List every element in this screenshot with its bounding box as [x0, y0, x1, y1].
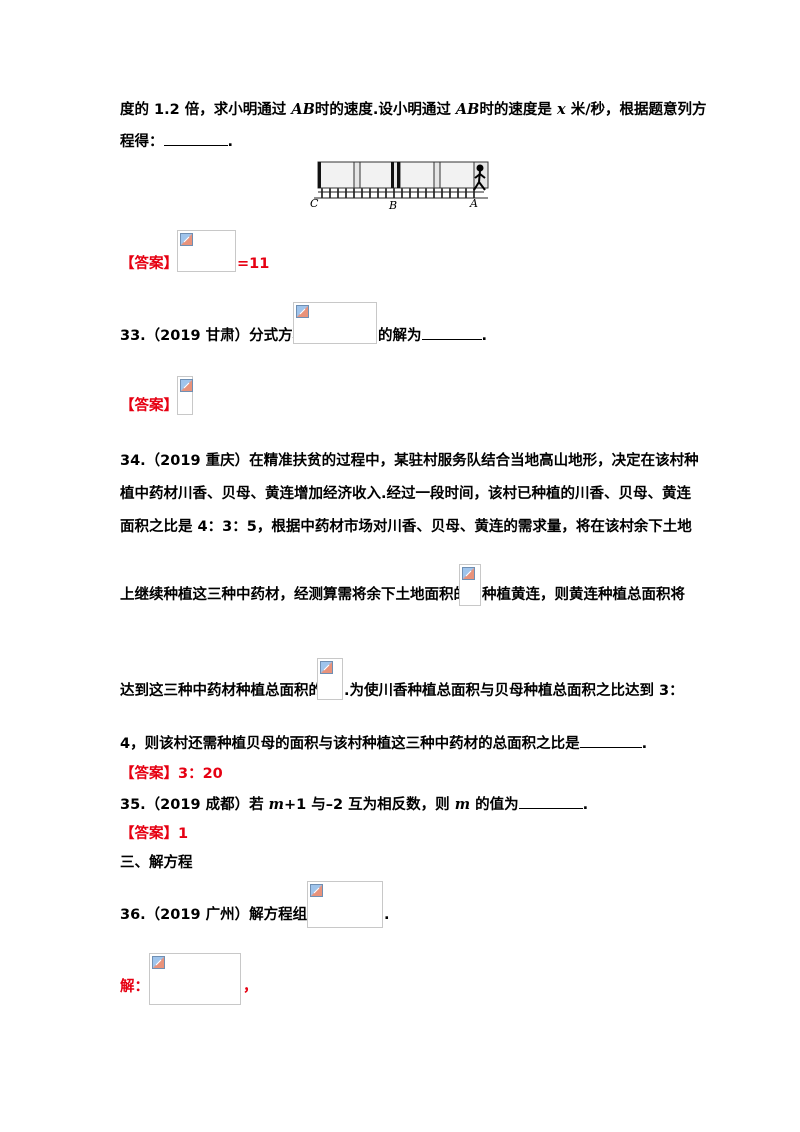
text: 33.（2019 甘肃）分式方程: [120, 328, 308, 344]
broken-image-icon: [320, 661, 333, 674]
problem-34-line-2: 植中药材川香、贝母、黄连增加经济收入.经过一段时间，该村已种植的川香、贝母、黄连: [120, 486, 692, 502]
answer-33: 【答案】: [120, 396, 178, 416]
problem-34-line-6: 4，则该村还需种植贝母的面积与该村种植这三种中药材的总面积之比是.: [120, 734, 647, 754]
text: 的解为: [378, 328, 422, 344]
broken-image-icon: [296, 305, 309, 318]
section-title: 三、解方程: [120, 855, 193, 871]
text: ，: [243, 979, 258, 995]
answer-tag: 【答案】: [120, 256, 178, 272]
text: 时的速度是: [479, 102, 557, 118]
answer-35: 【答案】1: [120, 824, 188, 844]
broken-image-icon: [180, 379, 193, 392]
answer-blank: [163, 133, 228, 146]
answer-tag: 【答案】: [120, 398, 178, 414]
walker-icon: [473, 164, 486, 191]
fence-figure: C B A: [310, 161, 489, 210]
problem-35: 35.（2019 成都）若 m+1 与–2 互为相反数，则 m 的值为.: [120, 795, 588, 815]
fraction-image: [317, 658, 343, 700]
variable-ab: AB: [455, 101, 480, 118]
problem-36: 36.（2019 广州）解方程组：: [120, 905, 322, 925]
text: +1 与–2 互为相反数，则: [283, 797, 455, 813]
variable-x: x: [557, 101, 566, 118]
answer-tag: 【答案】: [120, 766, 178, 782]
text: 程得：: [120, 134, 164, 150]
problem-34-line-5a: 达到这三种中药材种植总面积的: [120, 683, 323, 699]
solution-image: [149, 953, 241, 1005]
formula-image: [177, 230, 236, 272]
solution-tag: 解：: [120, 979, 149, 995]
problem-34-line-4a: 上继续种植这三种中药材，经测算需将余下土地面积的: [120, 587, 468, 603]
answer-32: 【答案】: [120, 254, 178, 274]
text: .: [582, 797, 589, 813]
broken-image-icon: [462, 567, 475, 580]
text: 35.（2019 成都）若: [120, 797, 269, 813]
variable-ab: AB: [291, 101, 315, 118]
text: 度的 1.2 倍，求小明通过: [120, 102, 292, 118]
text: .: [481, 328, 488, 344]
broken-image-icon: [180, 233, 193, 246]
answer-32-suffix: =11: [237, 256, 270, 272]
problem-34-line-3: 面积之比是 4：3：5，根据中药材市场对川香、贝母、黄连的需求量，将在该村余下土…: [120, 519, 692, 535]
answer-value: 1: [178, 826, 189, 842]
answer-blank: [421, 327, 482, 340]
solution-36: 解：: [120, 977, 149, 997]
answer-34: 【答案】3：20: [120, 764, 223, 784]
formula-image: [293, 302, 377, 344]
text: 4，则该村还需种植贝母的面积与该村种植这三种中药材的总面积之比是: [120, 736, 580, 752]
problem-34-line-1: 34.（2019 重庆）在精准扶贫的过程中，某驻村服务队结合当地高山地形，决定在…: [120, 453, 699, 469]
problem-33-rest: 的解为.: [378, 326, 487, 346]
answer-blank: [579, 735, 642, 748]
point-c-label: C: [310, 197, 319, 210]
point-b-label: B: [388, 199, 397, 210]
problem-32-line-1: 度的 1.2 倍，求小明通过 AB时的速度.设小明通过 AB时的速度是 x 米/…: [120, 100, 707, 120]
text: .: [227, 134, 234, 150]
broken-image-icon: [310, 884, 323, 897]
text: 时的速度.设小明通过: [314, 102, 456, 118]
answer-tag: 【答案】: [120, 826, 178, 842]
text: .: [641, 736, 648, 752]
text: 米/秒，根据题意列方: [565, 102, 707, 118]
text: 36.（2019 广州）解方程组：: [120, 907, 322, 923]
broken-image-icon: [152, 956, 165, 969]
formula-image: [177, 376, 193, 415]
answer-blank: [518, 796, 583, 809]
point-a-label: A: [469, 197, 478, 210]
problem-33: 33.（2019 甘肃）分式方程: [120, 326, 307, 346]
equation-system-image: [307, 881, 383, 928]
problem-32-line-2: 程得：.: [120, 132, 233, 152]
text: 的值为: [470, 797, 519, 813]
variable-m: m: [268, 796, 284, 813]
text: .: [384, 907, 390, 923]
problem-34-line-5b: .为使川香种植总面积与贝母种植总面积之比达到 3：: [344, 683, 684, 699]
variable-m: m: [454, 796, 471, 813]
problem-34-line-4b: 种植黄连，则黄连种植总面积将: [482, 587, 685, 603]
fraction-image: [459, 564, 481, 606]
answer-value: 3：20: [178, 766, 223, 782]
